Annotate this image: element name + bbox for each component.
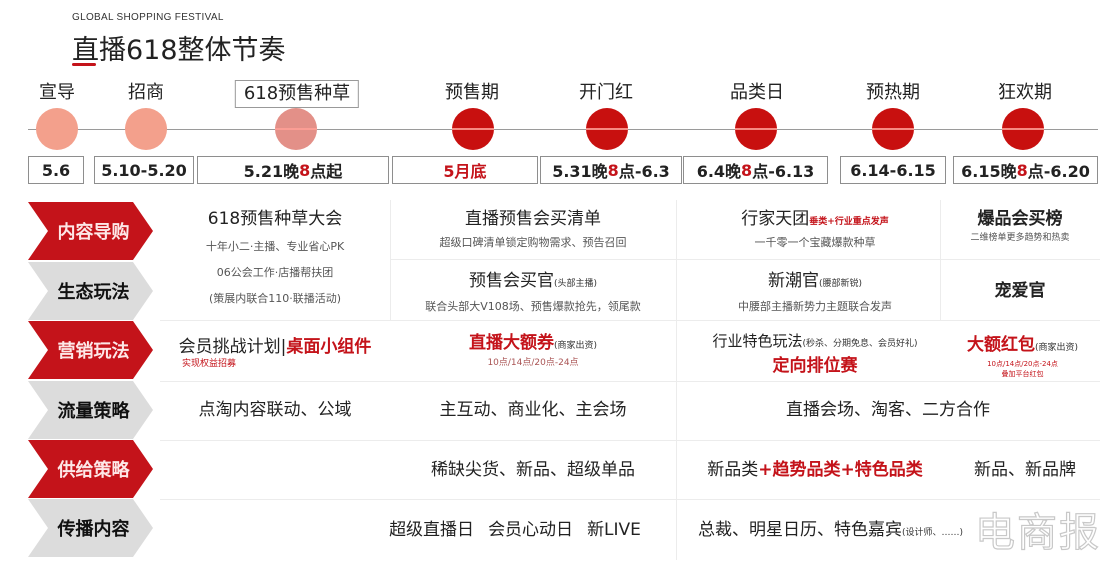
milestone-dot-7 bbox=[872, 108, 914, 150]
cell-marketing-4: 大额红包(商家出资) 10点/14点/20点-24点 叠加平台红包 bbox=[966, 335, 1079, 378]
separator bbox=[390, 200, 391, 320]
phase-label-3: 618预售种草 bbox=[234, 80, 360, 108]
separator bbox=[390, 259, 690, 260]
row-label-content-guide: 内容导购 bbox=[28, 202, 153, 260]
milestone-dot-3 bbox=[275, 108, 317, 150]
cell-traffic-3: 直播会场、淘客、二方合作 bbox=[786, 400, 990, 420]
timeline-axis bbox=[28, 129, 1098, 130]
milestone-dot-1 bbox=[36, 108, 78, 150]
cell-ecosystem-3: 新潮官(腰部新锐) 中腰部主播新势力主题联合发声 bbox=[738, 271, 892, 313]
cell-ecosystem-2: 预售会买官(头部主播) 联合头部大V108场、预售爆款抢先，领尾款 bbox=[425, 271, 641, 313]
cell-content-1: 618预售种草大会 十年小二·主播、专业省心PK 06公会工作·店播帮扶团 (策… bbox=[205, 209, 345, 305]
cell-comms-1: 超级直播日 会员心动日 新LIVE bbox=[389, 520, 641, 540]
cell-supply-2: 新品类+趋势品类+特色品类 bbox=[707, 460, 923, 480]
milestone-dot-2 bbox=[125, 108, 167, 150]
milestone-dot-8 bbox=[1002, 108, 1044, 150]
phase-label-2: 招商 bbox=[128, 82, 164, 103]
cell-traffic-2: 主互动、商业化、主会场 bbox=[439, 400, 627, 420]
row-label-supply: 供给策略 bbox=[28, 440, 153, 498]
cell-ecosystem-4: 宠爱官 bbox=[994, 281, 1046, 301]
separator bbox=[160, 440, 1100, 441]
date-box-4: 5月底 bbox=[392, 156, 538, 184]
cell-marketing-3: 行业特色玩法(秒杀、分期免息、会员好礼) 定向排位赛 bbox=[712, 332, 918, 376]
page-title: 直播618整体节奏 bbox=[72, 35, 286, 66]
date-box-7: 6.14-6.15 bbox=[840, 156, 946, 184]
cell-supply-1: 稀缺尖货、新品、超级单品 bbox=[431, 460, 635, 480]
title-accent-bar bbox=[72, 63, 96, 66]
row-label-comms: 传播内容 bbox=[28, 499, 153, 557]
milestone-dot-5 bbox=[586, 108, 628, 150]
row-label-ecosystem: 生态玩法 bbox=[28, 262, 153, 320]
phase-label-8: 狂欢期 bbox=[998, 82, 1052, 103]
milestone-dot-6 bbox=[735, 108, 777, 150]
cell-content-4: 爆品会买榜 二维榜单更多趋势和热卖 bbox=[970, 209, 1070, 243]
watermark: 电商报 bbox=[974, 509, 1101, 556]
phase-label-1: 宣导 bbox=[39, 82, 75, 103]
separator bbox=[690, 259, 1100, 260]
phase-label-7: 预热期 bbox=[866, 82, 920, 103]
cell-comms-2: 总裁、明星日历、特色嘉宾(设计师、……) bbox=[698, 520, 964, 540]
phase-label-4: 预售期 bbox=[445, 82, 499, 103]
cell-content-3: 行家天团垂类+行业重点发声 一千零一个宝藏爆款种草 bbox=[741, 209, 889, 249]
cell-marketing-2: 直播大额券(商家出资) 10点/14点/20点-24点 bbox=[468, 333, 598, 368]
phase-label-6: 品类日 bbox=[730, 82, 784, 103]
separator bbox=[940, 200, 941, 320]
subtitle-english: GLOBAL SHOPPING FESTIVAL bbox=[72, 12, 224, 23]
cell-content-2: 直播预售会买清单 超级口碑清单锁定购物需求、预告召回 bbox=[439, 209, 627, 249]
row-label-marketing: 营销玩法 bbox=[28, 321, 153, 379]
date-box-1: 5.6 bbox=[28, 156, 84, 184]
separator bbox=[160, 499, 1100, 500]
separator bbox=[160, 381, 1100, 382]
date-box-2: 5.10-5.20 bbox=[94, 156, 194, 184]
row-label-traffic: 流量策略 bbox=[28, 381, 153, 439]
separator bbox=[160, 320, 1100, 321]
cell-traffic-1: 点淘内容联动、公域 bbox=[198, 400, 352, 420]
milestone-dot-4 bbox=[452, 108, 494, 150]
phase-label-5: 开门红 bbox=[579, 82, 633, 103]
cell-supply-3: 新品、新品牌 bbox=[974, 460, 1076, 480]
separator bbox=[676, 200, 677, 560]
cell-marketing-1: 会员挑战计划|桌面小组件 实现权益招募 bbox=[178, 337, 372, 369]
